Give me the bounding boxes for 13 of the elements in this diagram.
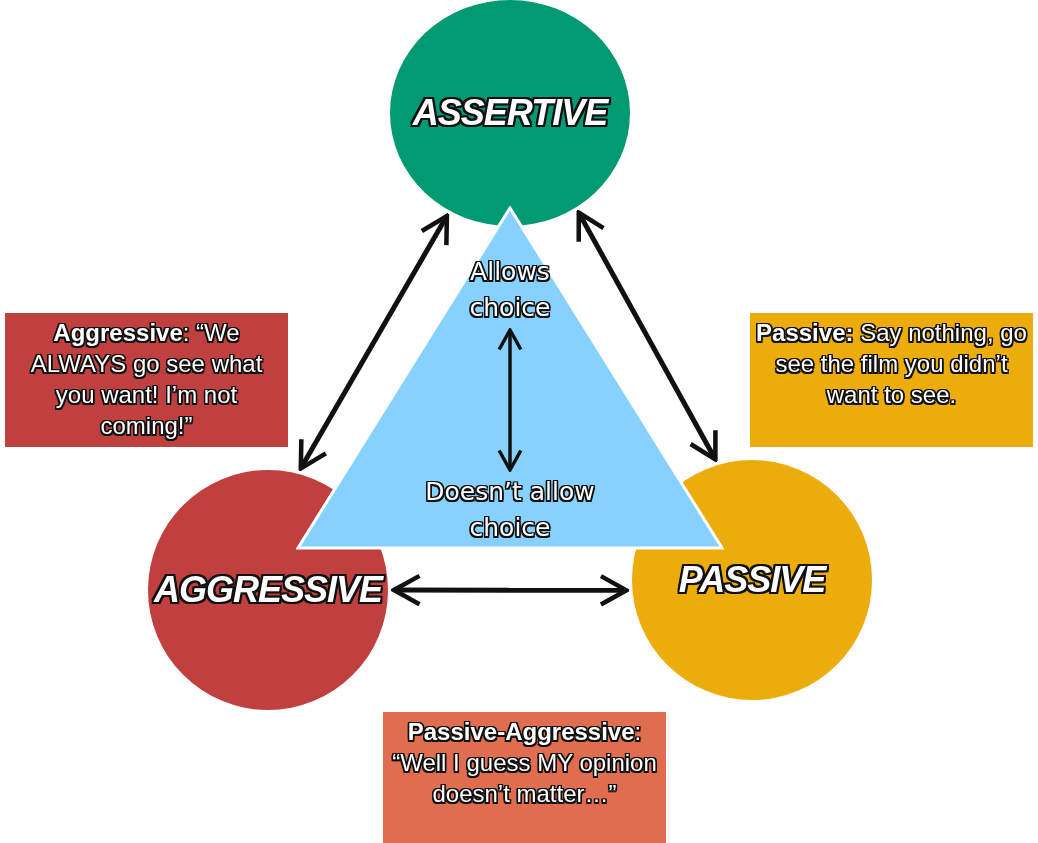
double-arrow [576,210,718,462]
double-arrow [391,573,629,607]
double-arrow [298,213,450,471]
choice-label: Doesn’t allow choice [390,474,630,546]
triangle-shape [296,206,724,550]
quote-box: Passive-Aggressive: “Well I guess MY opinion doesn’t matter…” [383,712,666,843]
quote-box: Passive: Say nothing, go see the film you didn’t want to see. [750,313,1033,447]
quote-box: Aggressive: “We ALWAYS go see what you want! I’m not coming!” [5,313,288,447]
double-arrow [497,328,523,472]
choice-label: Allows choice [430,254,590,326]
circle-title: PASSIVE [678,559,826,601]
circle-title: ASSERTIVE [412,92,608,134]
circle-title: AGGRESSIVE [153,569,383,611]
